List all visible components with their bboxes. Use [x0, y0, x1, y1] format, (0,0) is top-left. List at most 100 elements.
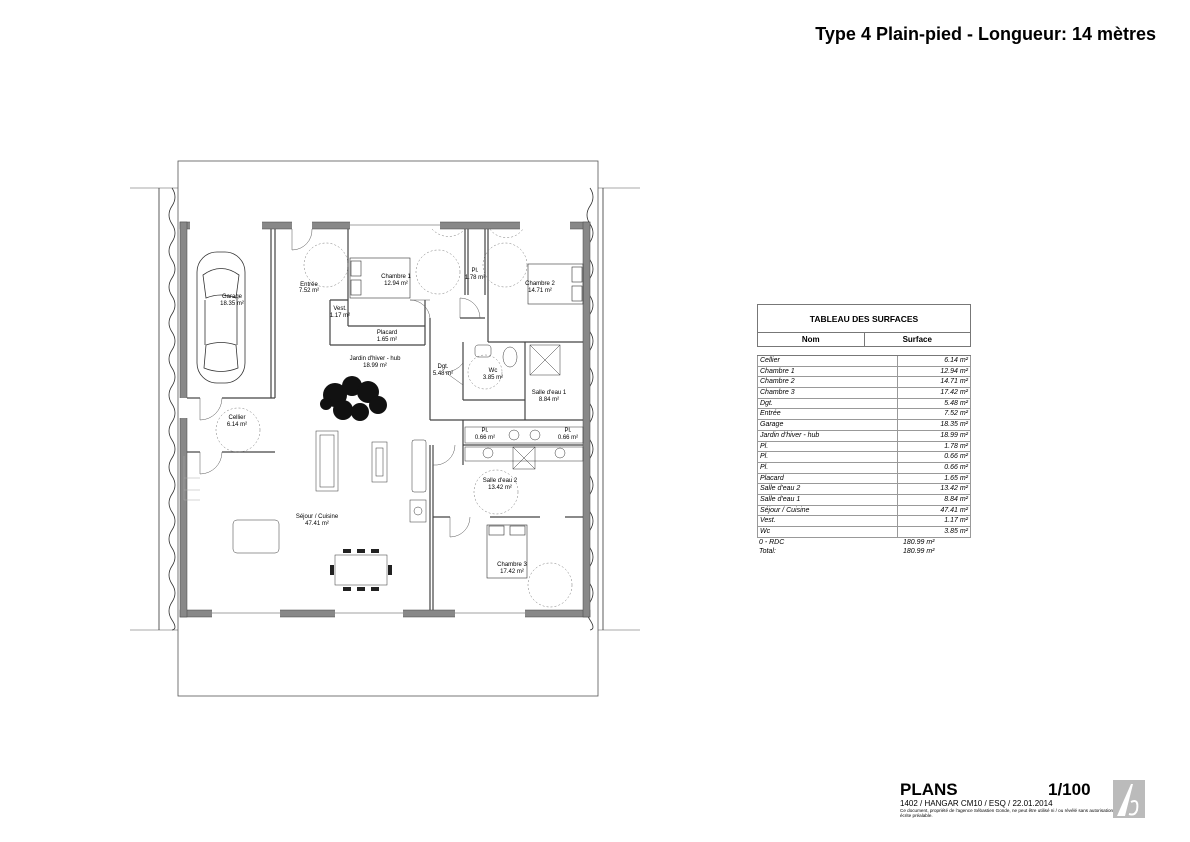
- stair-lines: [183, 456, 200, 501]
- table-row: Jardin d'hiver - hub 18.99 m²: [757, 430, 971, 442]
- room-name: Pl.: [481, 428, 488, 434]
- wall-openings: [179, 221, 570, 618]
- room-area: 7.52 m²: [299, 288, 319, 294]
- row-value: 0.66 m²: [897, 452, 970, 462]
- surfaces-table: TABLEAU DES SURFACES Nom Surface Cellier…: [757, 304, 971, 557]
- table-row: Entrée 7.52 m²: [757, 409, 971, 421]
- table-row: Séjour / Cuisine 47.41 m²: [757, 505, 971, 517]
- room-name: Chambre 1: [381, 274, 411, 280]
- surfaces-table-title: TABLEAU DES SURFACES: [757, 304, 971, 333]
- room-area: 18.99 m²: [363, 363, 387, 369]
- table-row: Pl.0.66 m²: [757, 452, 971, 463]
- row-name: Dgt.: [760, 399, 773, 407]
- table-row: Garage 18.35 m²: [757, 420, 971, 431]
- room-name: Chambre 2: [525, 281, 555, 287]
- room-name: Pl.: [471, 268, 478, 274]
- row-value: 12.94 m²: [897, 366, 970, 377]
- room-area: 6.14 m²: [227, 422, 247, 428]
- table-row: Vest.1.17 m²: [757, 516, 971, 527]
- room-area: 13.42 m²: [488, 485, 512, 491]
- turning-circles: [215, 228, 573, 608]
- doors: [199, 228, 481, 538]
- page-title: Type 4 Plain-pied - Longueur: 14 mètres: [815, 24, 1156, 44]
- title-block: PLANS 1/100 1402 / HANGAR CM10 / ESQ / 2…: [900, 780, 1148, 820]
- row-name: Garage: [760, 421, 784, 429]
- window-lines: [212, 224, 525, 614]
- table-row: Chambre 3 17.42 m²: [757, 388, 971, 399]
- row-name: Cellier: [760, 357, 780, 364]
- room-labels: Garage 18.35 m² Entrée 7.52 m² Chambre 1…: [220, 268, 578, 575]
- row-value: 1.78 m²: [897, 441, 970, 452]
- room-name: Jardin d'hiver - hub: [350, 356, 402, 362]
- plant-icon: [320, 376, 387, 421]
- row-value: 8.84 m²: [897, 494, 970, 505]
- row-name: Entrée: [760, 410, 781, 418]
- row-name: Wc: [760, 528, 771, 535]
- room-name: Placard: [377, 330, 397, 336]
- row-value: 18.99 m²: [897, 430, 970, 441]
- room-name: Entrée: [300, 282, 318, 288]
- agency-logo-icon: [1113, 780, 1145, 818]
- col-name-header: Nom: [758, 333, 865, 346]
- row-name: Salle d'eau 1: [760, 495, 801, 503]
- level-row: 0 - RDC 180.99 m²: [757, 538, 971, 548]
- row-value: 0.66 m²: [897, 462, 970, 473]
- room-name: Cellier: [228, 415, 245, 421]
- row-name: Salle d'eau 2: [760, 485, 801, 493]
- bed-icons: [349, 257, 584, 579]
- room-area: 1.78 m²: [465, 275, 485, 281]
- room-area: 5.48 m²: [433, 371, 453, 377]
- row-value: 6.14 m²: [897, 356, 970, 366]
- surfaces-table-header: Nom Surface: [757, 333, 971, 347]
- bathroom-fixtures: [464, 344, 584, 470]
- room-name: Salle d'eau 1: [532, 390, 567, 396]
- room-area: 3.85 m²: [483, 375, 503, 381]
- row-value: 47.41 m²: [897, 505, 970, 516]
- table-row: Chambre 2 14.71 m²: [757, 377, 971, 389]
- total-value: 180.99 m²: [903, 548, 935, 556]
- room-name: Pl.: [564, 428, 571, 434]
- row-value: 14.71 m²: [897, 377, 970, 388]
- row-value: 17.42 m²: [897, 388, 970, 398]
- party-wall-right: [586, 187, 594, 631]
- room-name: Vest.: [333, 306, 347, 312]
- row-value: 18.35 m²: [897, 420, 970, 430]
- room-name: Séjour / Cuisine: [296, 514, 339, 520]
- table-row: Salle d'eau 1 8.84 m²: [757, 494, 971, 506]
- room-name: Wc: [489, 368, 498, 374]
- table-row: Pl. 0.66 m²: [757, 462, 971, 474]
- row-name: Pl.: [760, 463, 769, 471]
- table-row: Dgt. 5.48 m²: [757, 398, 971, 410]
- room-area: 18.35 m²: [220, 301, 244, 307]
- room-area: 8.84 m²: [539, 397, 559, 403]
- room-area: 47.41 m²: [305, 521, 329, 527]
- row-name: Séjour / Cuisine: [760, 506, 810, 514]
- room-area: 14.71 m²: [528, 288, 552, 294]
- row-value: 1.65 m²: [897, 473, 970, 484]
- total-row: Total: 180.99 m²: [757, 547, 971, 557]
- surfaces-table-body: Cellier 6.14 m² Chambre 1 12.94 m² Chambre…: [757, 355, 971, 538]
- row-value: 7.52 m²: [897, 409, 970, 420]
- site-outline: [177, 160, 599, 697]
- row-name: Pl.: [760, 442, 769, 450]
- reference-label: 1402 / HANGAR CM10 / ESQ / 22.01.2014: [900, 799, 1053, 808]
- legal-notice: Ce document, propriété de l'agence Sébas…: [900, 808, 1114, 818]
- total-label: Total:: [759, 548, 776, 556]
- row-name: Chambre 2: [760, 378, 795, 386]
- room-name: Chambre 3: [497, 562, 527, 568]
- room-area: 12.94 m²: [384, 281, 408, 287]
- room-area: 1.65 m²: [377, 337, 397, 343]
- party-wall-left: [168, 187, 176, 631]
- interior-walls: [187, 229, 583, 610]
- row-name: Chambre 1: [760, 367, 795, 375]
- row-name: Chambre 3: [760, 389, 795, 397]
- table-row: Pl. 1.78 m²: [757, 441, 971, 453]
- row-value: 5.48 m²: [897, 398, 970, 409]
- level-label: 0 - RDC: [759, 538, 785, 546]
- row-name: Jardin d'hiver - hub: [760, 431, 820, 439]
- col-surface-header: Surface: [902, 335, 932, 344]
- plans-label: PLANS: [900, 780, 958, 799]
- room-area: 0.66 m²: [558, 435, 578, 441]
